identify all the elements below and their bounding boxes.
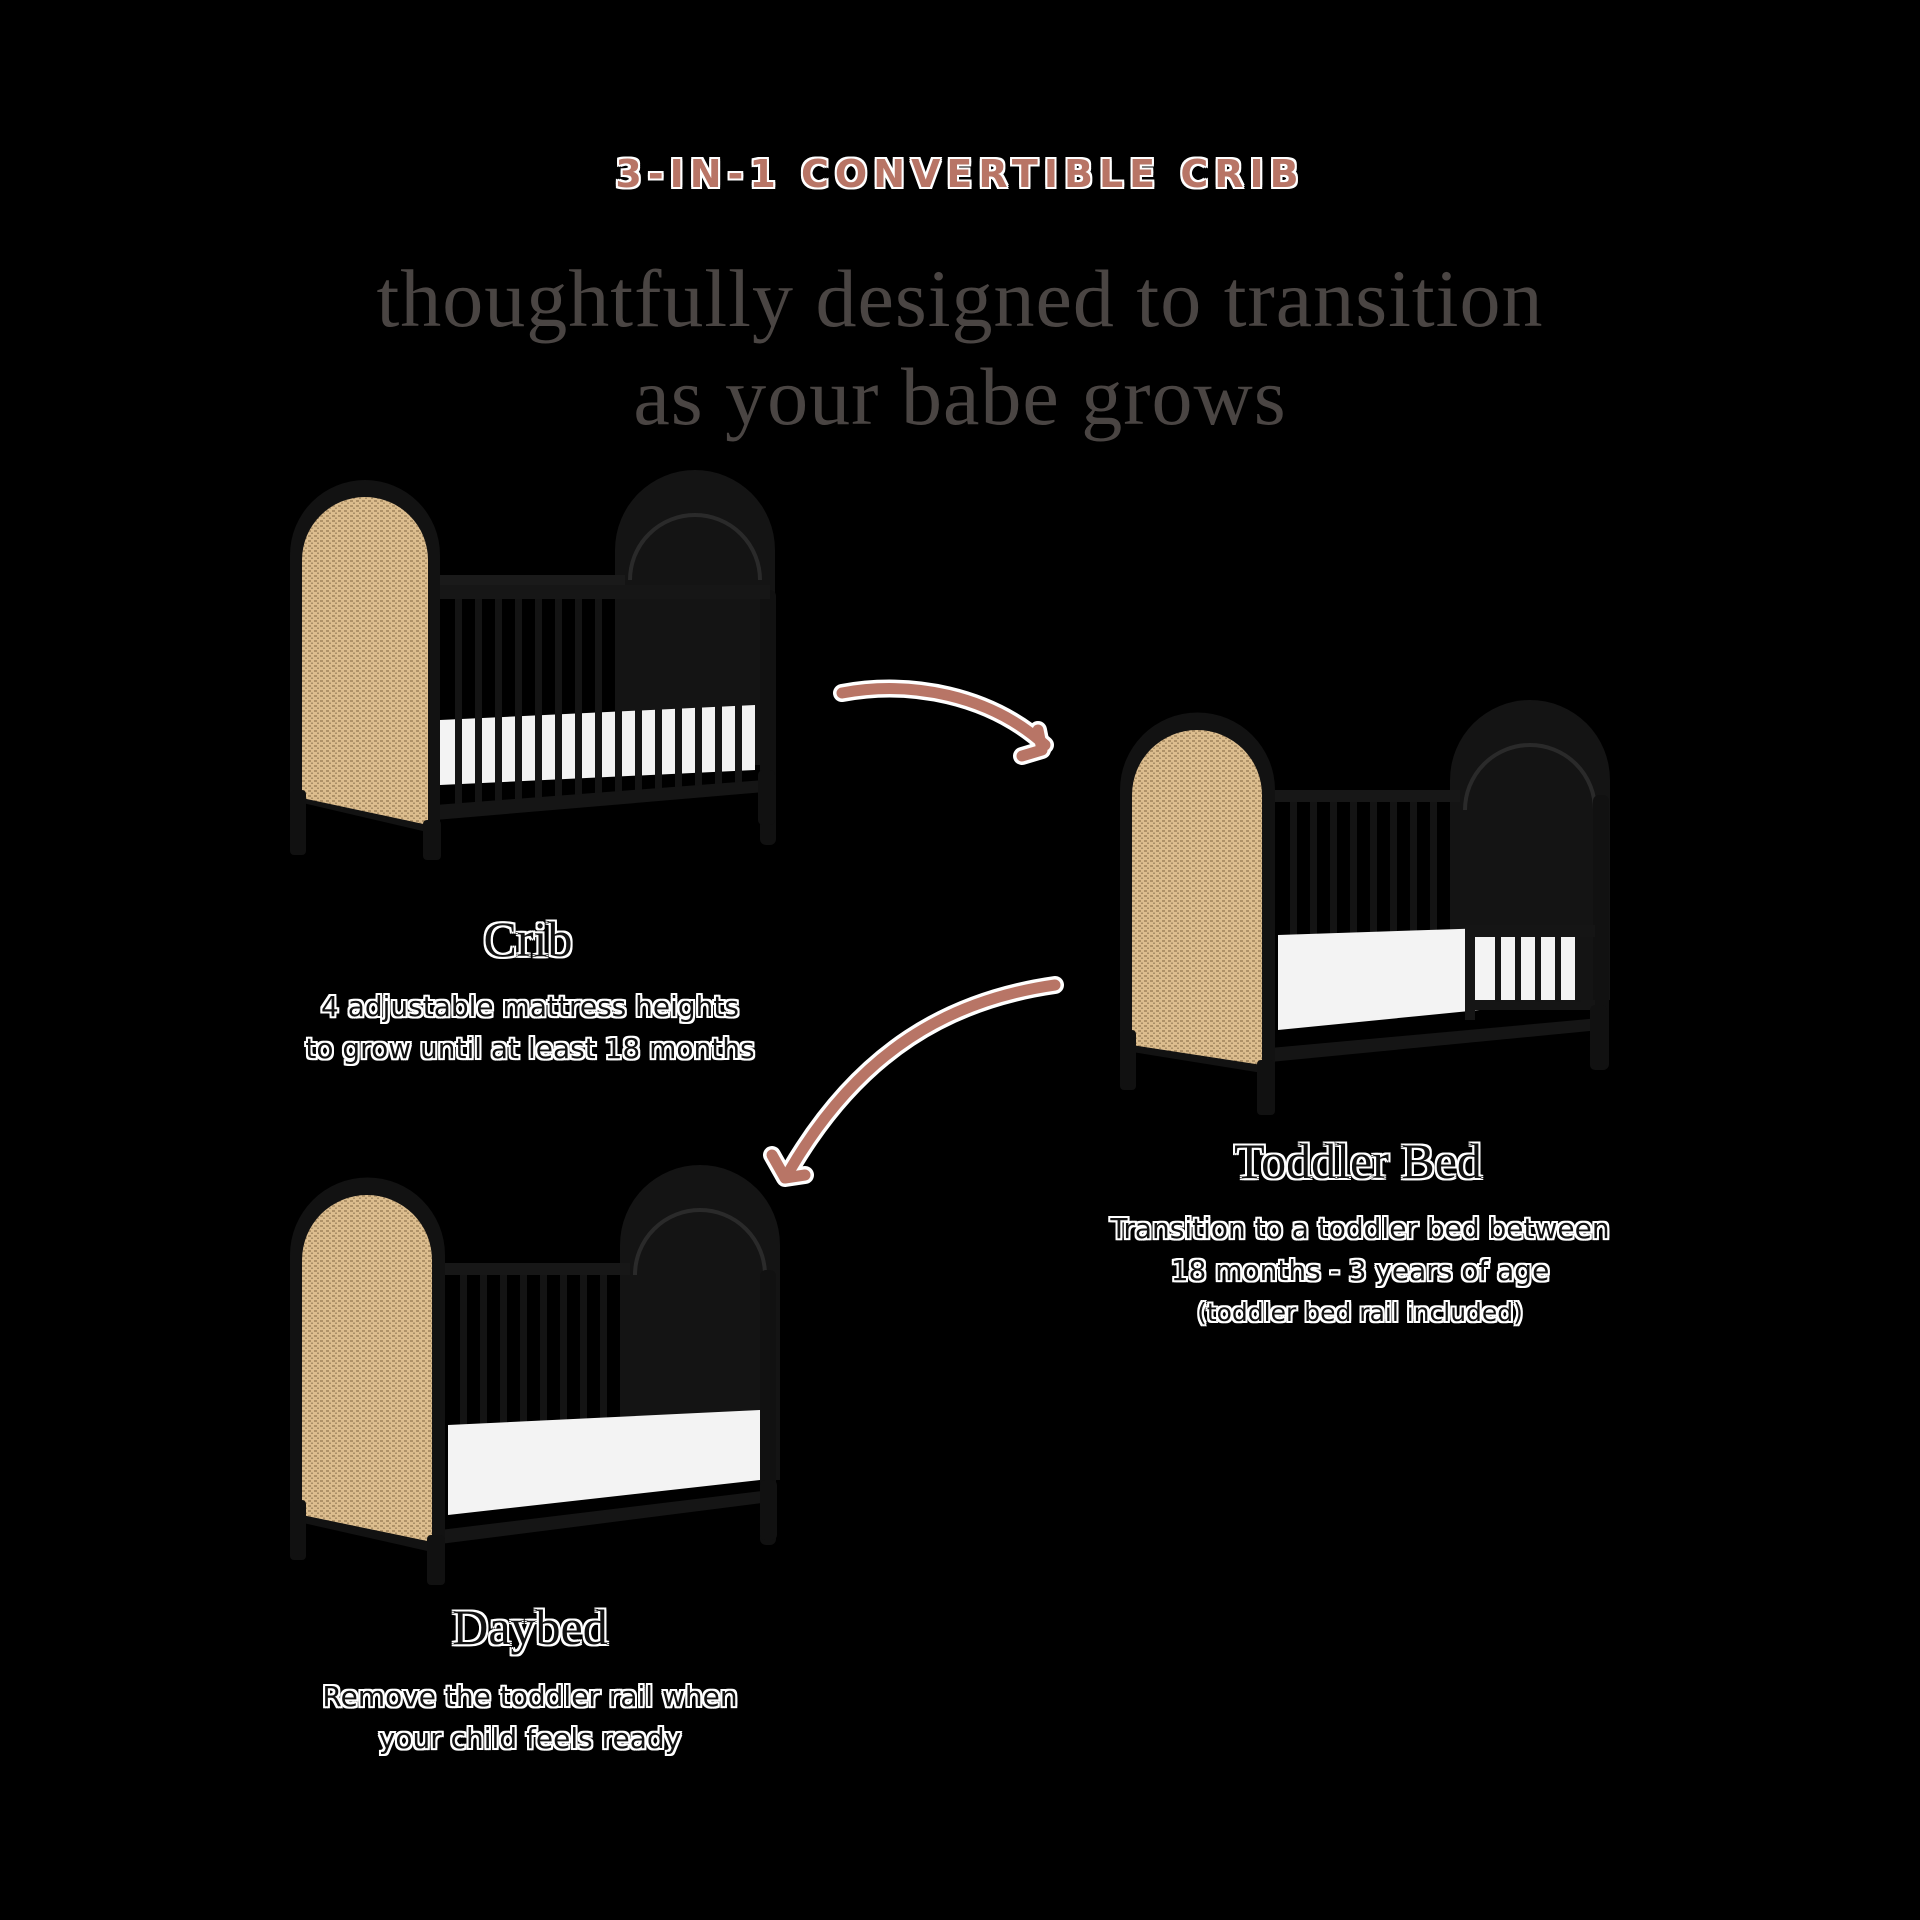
page-headline: thoughtfully designed to transition as y… [0,250,1920,446]
daybed-desc-line-2: your child feels ready [378,1722,682,1755]
arrow-left-down-icon [763,976,1064,1187]
daybed-illustration [290,1165,780,1585]
crib-desc-line-1: 4 adjustable mattress heights [320,990,739,1023]
daybed-desc-line-1: Remove the toddler rail when [322,1680,738,1713]
stage-description-toddler-bed: Transition to a toddler bed between 18 m… [1040,1208,1680,1334]
toddler-desc-note: (toddler bed rail included) [1197,1298,1523,1327]
stage-description-crib: 4 adjustable mattress heights to grow un… [210,986,850,1070]
headline-line-1: thoughtfully designed to transition [376,253,1544,344]
headline-line-2: as your babe grows [633,351,1287,442]
crib-desc-line-2: to grow until at least 18 months [305,1032,755,1065]
stage-title-crib: Crib [483,911,573,967]
toddler-bed-illustration [1120,700,1610,1115]
crib-illustration [290,470,776,860]
stage-toddler-bed [1120,700,1610,1120]
stage-crib [290,470,780,860]
toddler-desc-line-1: Transition to a toddler bed between [1110,1212,1610,1245]
eyebrow-label: 3-IN-1 CONVERTIBLE CRIB [615,152,1305,196]
toddler-desc-line-2: 18 months - 3 years of age [1170,1254,1550,1287]
stage-title-toddler-bed: Toddler Bed [1234,1133,1482,1189]
stage-description-daybed: Remove the toddler rail when your child … [210,1676,850,1760]
stage-title-daybed: Daybed [452,1599,608,1655]
stage-daybed [290,1165,780,1590]
arrow-right-icon [833,679,1054,765]
